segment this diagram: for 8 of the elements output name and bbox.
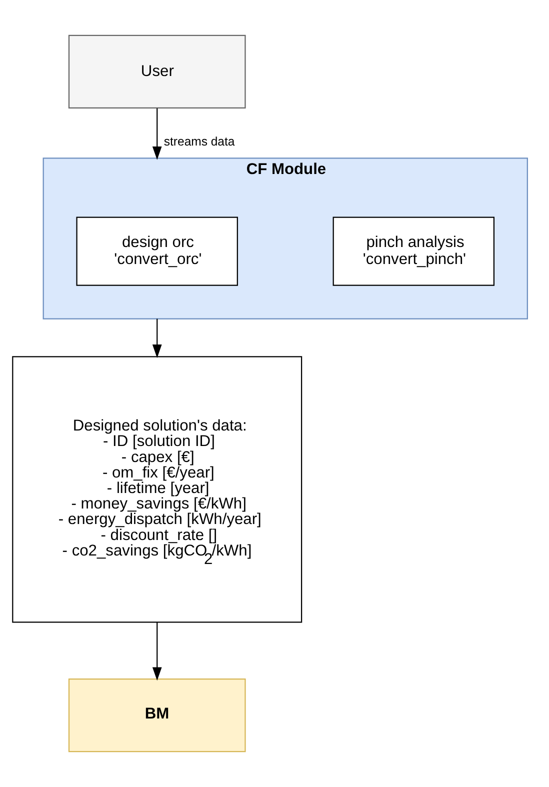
node-box: User <box>68 34 246 109</box>
arrow <box>152 318 162 358</box>
node-box: BM <box>68 678 246 752</box>
node-box: design orc 'convert_orc' <box>76 216 238 286</box>
arrow <box>152 622 162 681</box>
node-box: pinch analysis 'convert_pinch' <box>332 216 494 286</box>
arrow <box>152 108 162 160</box>
edge-label: streams data <box>164 134 235 149</box>
